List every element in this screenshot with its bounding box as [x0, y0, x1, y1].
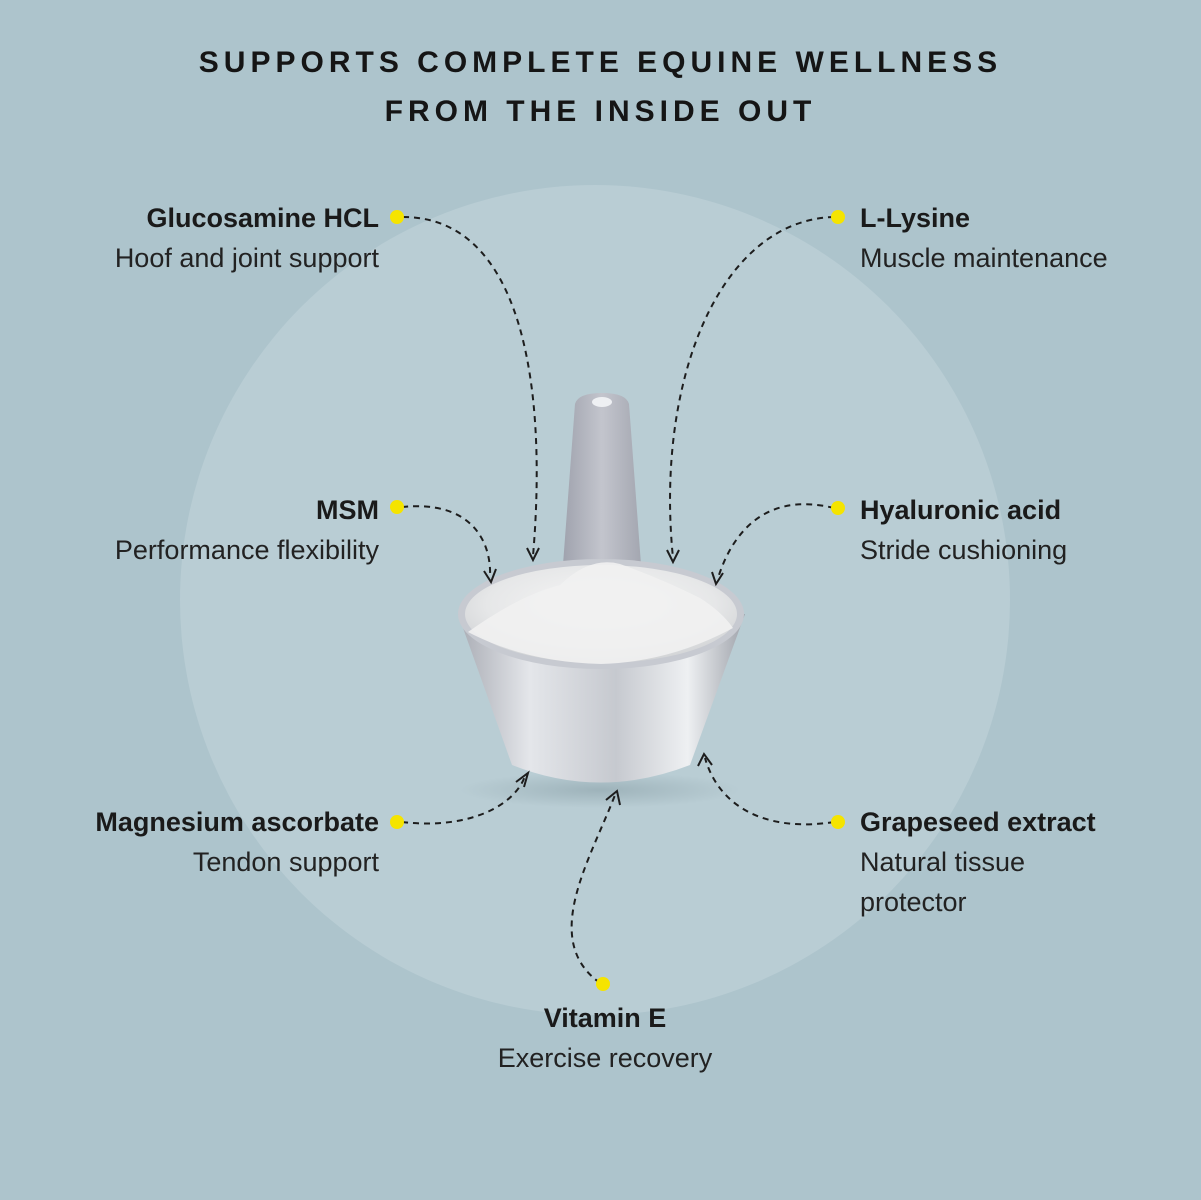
ingredient-desc: Exercise recovery — [497, 1043, 713, 1073]
ingredient-desc: Stride cushioning — [860, 535, 1068, 565]
ingredient-desc-line-2: protector — [860, 887, 967, 917]
headline-line-2: FROM THE INSIDE OUT — [384, 95, 817, 128]
ingredient-name: Vitamin E — [543, 1003, 667, 1033]
ingredient-hyaluronic: Hyaluronic acid Stride cushioning — [860, 490, 1067, 570]
ingredient-desc: Tendon support — [192, 847, 379, 877]
connector-hyaluronic — [717, 503, 835, 579]
connector-grapeseed — [704, 757, 835, 826]
connector-arrowheads — [483, 547, 724, 806]
ingredient-desc: Performance flexibility — [114, 535, 379, 565]
ingredient-name: MSM — [316, 495, 379, 525]
connector-msm — [401, 505, 492, 579]
dot-hyaluronic — [831, 501, 845, 515]
connector-lysine — [669, 216, 835, 559]
scoop-shadow — [460, 772, 740, 808]
ingredient-grapeseed: Grapeseed extract Natural tissue protect… — [860, 802, 1096, 922]
dot-grapeseed — [831, 815, 845, 829]
scoop-handle — [562, 393, 642, 578]
ingredient-name: Hyaluronic acid — [860, 495, 1062, 525]
connector-vitamin-e — [570, 794, 616, 984]
dot-vitamin-e — [596, 977, 610, 991]
connector-magnesium — [401, 775, 526, 825]
connector-glucosamine — [402, 216, 538, 557]
ingredient-desc: Muscle maintenance — [860, 243, 1108, 273]
ingredient-name: Glucosamine HCL — [146, 203, 379, 233]
ingredient-name: Grapeseed extract — [860, 807, 1096, 837]
ingredient-msm: MSM Performance flexibility — [115, 490, 379, 570]
scoop-cup — [458, 559, 745, 783]
ingredient-desc: Hoof and joint support — [114, 243, 379, 273]
ingredient-name: L-Lysine — [860, 203, 971, 233]
connector-lines — [401, 216, 835, 984]
ingredient-dots — [390, 210, 845, 991]
ingredient-lysine: L-Lysine Muscle maintenance — [860, 198, 1108, 278]
headline-line-1: SUPPORTS COMPLETE EQUINE WELLNESS — [198, 46, 1003, 79]
dot-lysine — [831, 210, 845, 224]
ingredient-magnesium: Magnesium ascorbate Tendon support — [95, 802, 379, 882]
ingredient-desc: Natural tissue — [860, 847, 1026, 877]
ingredient-vitamin-e: Vitamin E Exercise recovery — [405, 998, 805, 1078]
dot-magnesium — [390, 815, 404, 829]
ingredient-glucosamine: Glucosamine HCL Hoof and joint support — [115, 198, 379, 278]
dot-glucosamine — [390, 210, 404, 224]
ingredient-name: Magnesium ascorbate — [95, 807, 379, 837]
dot-msm — [390, 500, 404, 514]
